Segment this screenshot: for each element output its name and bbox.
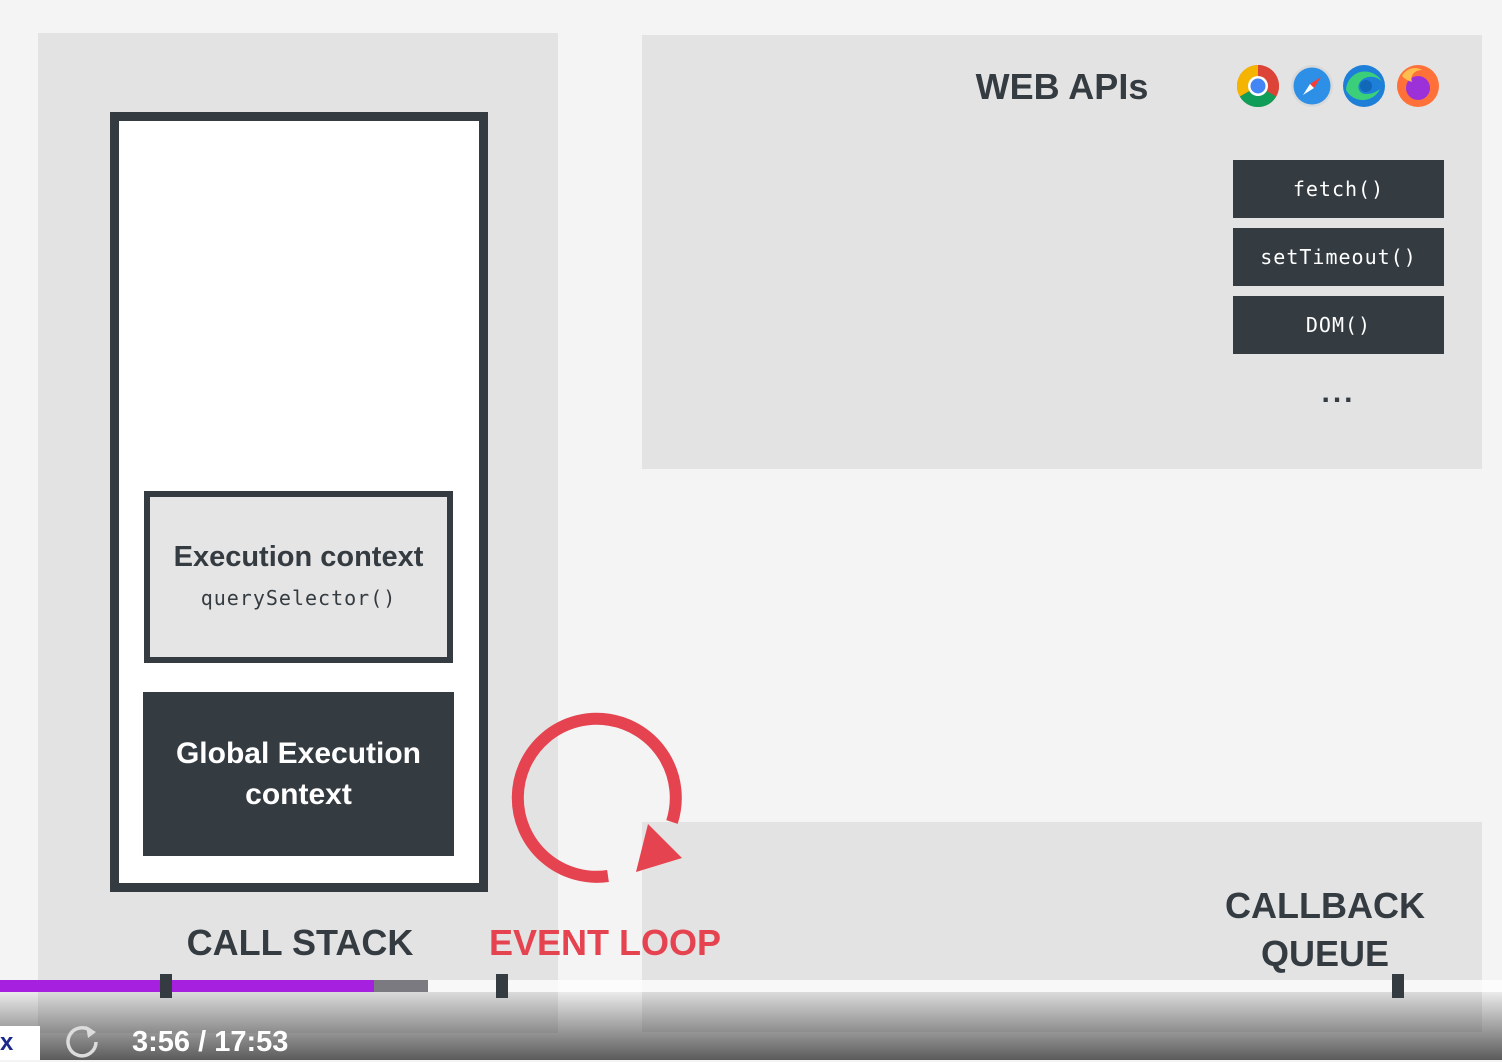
call-stack-label: CALL STACK (186, 922, 414, 963)
player-control-bar (0, 992, 1502, 1060)
settimeout-api-box: setTimeout() (1233, 228, 1444, 286)
callback-queue-label: CALLBACK QUEUE (1190, 882, 1460, 978)
progress-played[interactable] (0, 980, 374, 992)
more-apis-ellipsis: ... (1321, 376, 1356, 409)
dom-api-box: DOM() (1233, 296, 1444, 354)
firefox-icon (1397, 65, 1439, 107)
callback-queue-label-line2: QUEUE (1260, 933, 1390, 974)
global-execution-context-box: Global Execution context (143, 692, 454, 856)
callback-queue-label-line1: CALLBACK (1225, 885, 1425, 926)
execution-context-box: Execution context querySelector() (144, 491, 453, 663)
chapter-marker[interactable] (1392, 974, 1404, 998)
event-loop-arrow-icon (511, 712, 682, 883)
execution-context-function: querySelector() (200, 586, 397, 610)
execution-context-title: Execution context (173, 541, 424, 573)
fetch-api-box: fetch() (1233, 160, 1444, 218)
web-apis-label: WEB APIs (975, 66, 1149, 107)
edge-icon (1343, 65, 1385, 107)
chapter-marker[interactable] (496, 974, 508, 998)
safari-icon (1291, 65, 1333, 107)
partial-control-button[interactable]: x (0, 1026, 40, 1060)
chrome-icon (1236, 64, 1280, 108)
event-loop-label: EVENT LOOP (488, 922, 722, 963)
replay-icon[interactable] (62, 1022, 102, 1062)
time-display: 3:56 / 17:53 (132, 1026, 289, 1058)
global-execution-context-label: Global Execution context (175, 737, 422, 811)
chapter-marker[interactable] (160, 974, 172, 998)
